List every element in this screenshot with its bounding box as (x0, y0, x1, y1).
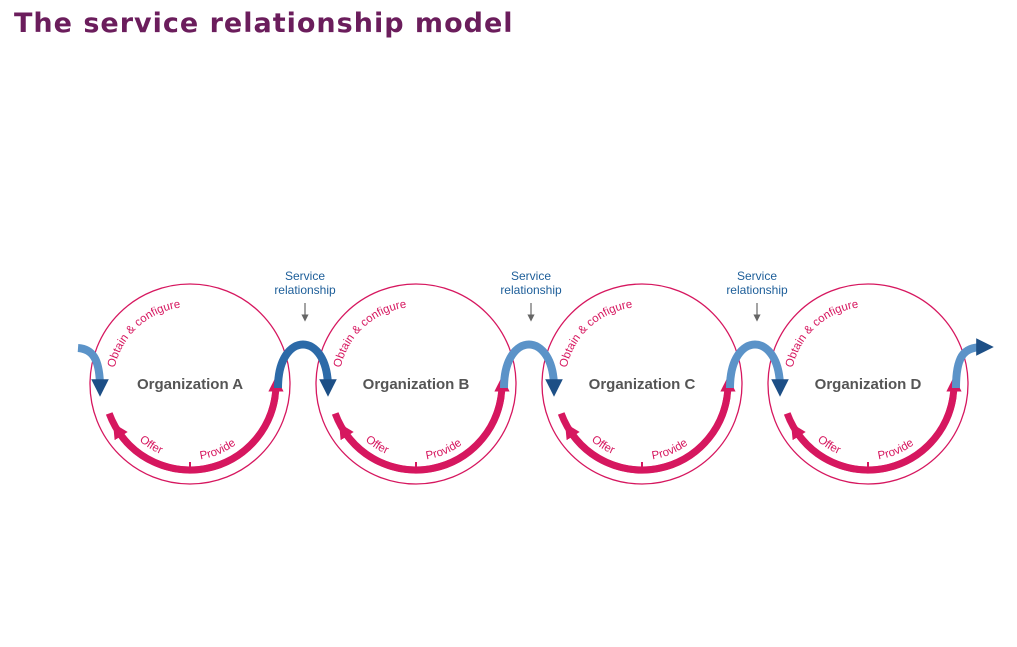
service-relationship-connector (274, 340, 337, 397)
service-relationship-connector (726, 340, 789, 397)
organization-outer-ring (315, 283, 517, 485)
service-relationship-label-line2: relationship (726, 283, 788, 297)
obtain-configure-text: Obtain & configure (784, 299, 859, 369)
service-relationship-connector (500, 340, 563, 397)
obtain-configure-arc (105, 376, 284, 474)
offer-provide-arc (113, 395, 279, 474)
obtain-configure-text: Obtain & configure (332, 299, 407, 369)
obtain-configure-arc (331, 376, 510, 474)
organization-label: Organization D (815, 376, 922, 393)
obtain-configure-label: Obtain & configure (558, 299, 633, 369)
obtain-configure-text: Obtain & configure (558, 299, 633, 369)
organization-label: Organization C (589, 376, 696, 393)
page-title: The service relationship model (14, 8, 514, 39)
organization-outer-ring (541, 283, 743, 485)
service-relationship-label-line1: Service (511, 269, 551, 283)
offer-provide-arc (339, 395, 505, 474)
service-relationship-label-line1: Service (285, 269, 325, 283)
incoming-relationship-connector (77, 344, 109, 397)
organization-label: Organization B (363, 376, 470, 393)
obtain-configure-arc (783, 376, 962, 474)
offer-provide-arc (565, 395, 731, 474)
obtain-configure-arc (557, 376, 736, 474)
service-relationship-label-line2: relationship (274, 283, 336, 297)
obtain-configure-text: Obtain & configure (106, 299, 181, 369)
obtain-configure-label: Obtain & configure (784, 299, 859, 369)
obtain-configure-label: Obtain & configure (332, 299, 407, 369)
outgoing-relationship-connector (952, 338, 994, 389)
organization-outer-ring (767, 283, 969, 485)
service-relationship-label-line2: relationship (500, 283, 562, 297)
offer-provide-arc (791, 395, 957, 474)
organization-outer-ring (89, 283, 291, 485)
organization-label: Organization A (137, 376, 243, 393)
obtain-configure-label: Obtain & configure (106, 299, 181, 369)
service-relationship-label-line1: Service (737, 269, 777, 283)
